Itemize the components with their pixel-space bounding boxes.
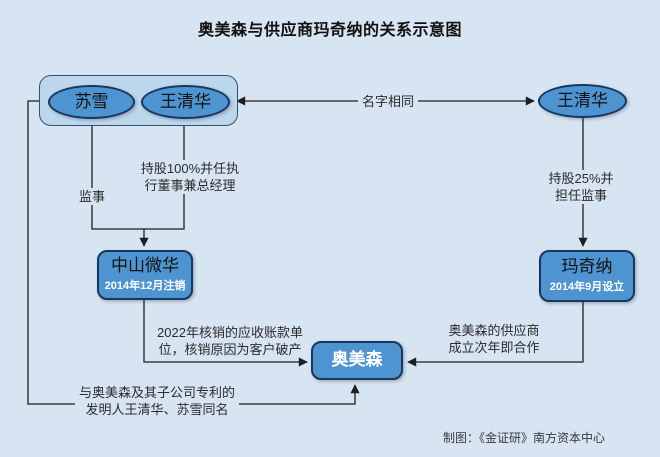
node-wang-qinghua-left: 王清华: [141, 85, 230, 119]
edge-label-suxue-role: 监事: [74, 188, 110, 205]
node-su-xue: 苏雪: [48, 85, 135, 119]
diagram-title: 奥美森与供应商玛奇纳的关系示意图: [197, 22, 462, 39]
arrow-zhongshan-to-aomeisen: [143, 300, 308, 367]
line-suxue-down: [91, 119, 144, 230]
node-maqina-note: 2014年9月设立: [549, 281, 625, 294]
node-wang-qinghua-left-label: 王清华: [160, 91, 211, 111]
arrow-maqina-to-aomeisen: [407, 302, 584, 367]
edge-label-writeoff: 2022年核销的应收账款单 位，核销原因为客户破产: [157, 325, 303, 357]
node-su-xue-label: 苏雪: [74, 91, 109, 111]
line-wangleft-down: [144, 119, 185, 230]
edge-label-wangright-role: 持股25%并 担任监事: [544, 170, 618, 204]
node-zhongshan-weihua: 中山微华 2014年12月注销: [97, 250, 193, 300]
credit-text: 制图：《金证研》南方资本中心: [443, 431, 606, 445]
node-aomeisen-label: 奥美森: [331, 350, 383, 370]
edge-label-patent: 与奥美森及其子公司专利的 发明人王清华、苏雪同名: [74, 384, 240, 418]
edge-label-same-name: 名字相同: [357, 93, 419, 110]
node-zhongshan-weihua-note: 2014年12月注销: [104, 280, 186, 293]
edge-label-wangleft-role: 持股100%并任执 行董事兼总经理: [136, 160, 244, 194]
node-maqina-label: 玛奇纳: [561, 256, 613, 276]
node-zhongshan-weihua-label: 中山微华: [111, 255, 179, 275]
node-maqina: 玛奇纳 2014年9月设立: [539, 250, 635, 302]
edge-label-supplier: 奥美森的供应商 成立次年即合作: [448, 323, 540, 355]
node-wang-qinghua-right-label: 王清华: [557, 90, 608, 110]
arrow-patent-to-aomeisen: [27, 100, 360, 405]
node-aomeisen: 奥美森: [311, 341, 403, 380]
node-wang-qinghua-right: 王清华: [538, 84, 627, 118]
